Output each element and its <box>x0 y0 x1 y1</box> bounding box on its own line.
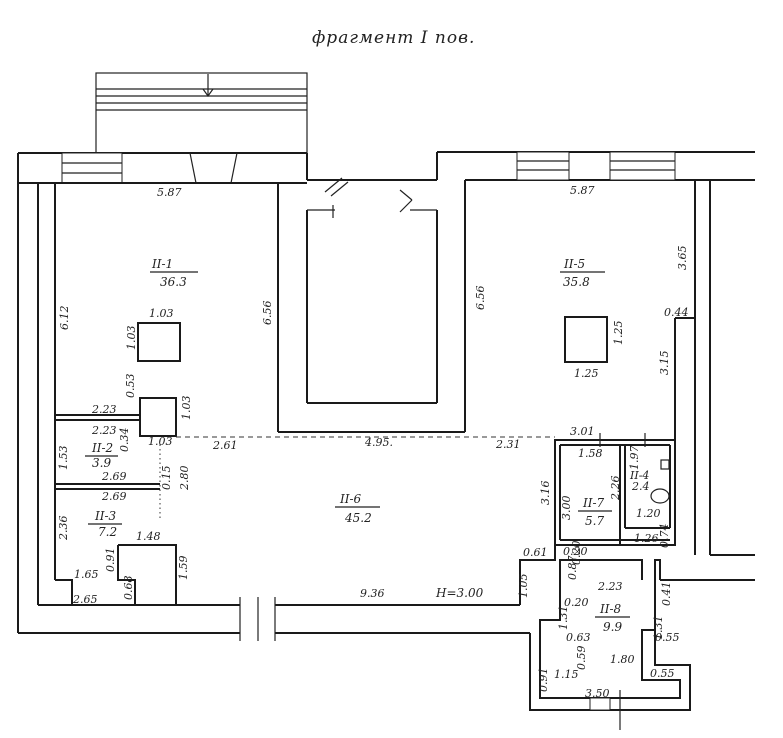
dim-r6-bottom: 9.36 <box>360 587 385 600</box>
dim-left-wall: 6.12 <box>58 306 71 331</box>
dim-col5-h: 1.25 <box>612 321 625 346</box>
plan-title: фрагмент I пов. <box>312 28 475 48</box>
dim-right-jog: 0.44 <box>664 306 689 319</box>
room-ii-3-area: 7.2 <box>98 525 117 539</box>
dim-corr-c: 2.31 <box>495 438 521 451</box>
dim-r7-top: 3.01 <box>570 425 595 438</box>
dim-right-lower: 3.15 <box>658 351 671 376</box>
room-ii-1 <box>54 182 279 437</box>
central-shaft <box>278 177 465 433</box>
dim-r6-jog: 0.61 <box>523 546 548 559</box>
dim-r3-step: 1.48 <box>136 530 161 543</box>
dim-r8-top-jog: 0.20 <box>563 545 588 558</box>
dim-r2-small: 0.34 <box>118 428 131 453</box>
dim-r2-side: 1.53 <box>57 446 70 471</box>
dim-r8-l: 0.91 <box>537 668 550 693</box>
dim-col1-w: 1.03 <box>149 307 174 320</box>
dim-r3-h3: 0.68 <box>122 576 135 601</box>
room-ii-1-area: 36.3 <box>160 275 187 289</box>
room-ii-6-id: II-6 <box>339 492 362 506</box>
room-ii-1-id: II-1 <box>151 257 173 271</box>
dim-r8-b: 0.87 <box>566 556 579 581</box>
dim-r2-bottom: 2.69 <box>101 470 127 483</box>
dim-r6-step: 1.59 <box>177 556 190 581</box>
dim-r8-a: 0.20 <box>570 541 583 566</box>
dim-col1-h: 1.03 <box>125 326 138 351</box>
room-ii-2-id: II-2 <box>91 441 113 455</box>
dim-col5-w: 1.25 <box>574 367 599 380</box>
dim-right-upper: 3.65 <box>676 246 689 271</box>
dim-col2-w: 1.03 <box>148 435 173 448</box>
windows <box>61 151 676 641</box>
dim-r7-right: 3.16 <box>539 481 552 506</box>
dim-r8-c: 0.20 <box>564 596 589 609</box>
dim-r8-d: 1.31 <box>557 606 570 631</box>
dim-r8-top: 2.23 <box>597 580 623 593</box>
dim-r5-left: 6.56 <box>474 286 487 311</box>
dim-r3-bottom: 2.65 <box>72 593 98 606</box>
dim-r8-k: 1.15 <box>554 668 579 681</box>
dim-r8-f: 0.59 <box>575 646 588 671</box>
dim-r8-m: 0.55 <box>650 667 675 680</box>
ceiling-height-note: H=3.00 <box>435 586 484 600</box>
dim-top-right: 5.87 <box>570 184 595 197</box>
room-ii-8-id: II-8 <box>599 602 622 616</box>
dim-r2-top2: 2.23 <box>91 424 117 437</box>
top-stair <box>95 72 308 154</box>
dim-corr-a: 2.61 <box>212 439 238 452</box>
room-ii-2-area: 3.9 <box>92 456 111 470</box>
dim-r3-h1: 0.91 <box>104 548 117 573</box>
rooms-ii-2-ii-3 <box>54 420 177 605</box>
dim-corr-e: 0.15 <box>160 466 173 491</box>
dim-r8-bottom: 3.50 <box>585 687 610 700</box>
dim-r4-side: 1.97 <box>628 446 641 471</box>
room-ii-4-id: II-4 <box>629 469 649 482</box>
room-ii-5-id: II-5 <box>563 257 585 271</box>
room-ii-5 <box>464 180 695 440</box>
dim-r4-b2: 1.26 <box>634 532 659 545</box>
room-ii-6-area: 45.2 <box>344 511 372 525</box>
dim-r4-b3: 0.74 <box>658 524 671 549</box>
dim-r7-side: 3.00 <box>560 496 573 521</box>
dim-r6-right-low: 1.05 <box>517 574 530 599</box>
dim-r7-top2: 1.58 <box>578 447 603 460</box>
dim-r3-top: 2.69 <box>101 490 127 503</box>
dim-r8-g: 0.41 <box>660 582 673 607</box>
room-ii-3-id: II-3 <box>94 509 117 523</box>
dim-r7-side2: 2.26 <box>609 476 622 502</box>
dim-r1-right: 6.56 <box>261 301 274 326</box>
dim-corr-d: 2.80 <box>178 466 191 492</box>
dim-top-left: 5.87 <box>157 186 182 199</box>
room-ii-7-area: 5.7 <box>585 514 604 528</box>
dim-col2-h2: 1.03 <box>180 396 193 421</box>
dim-r8-j: 1.80 <box>610 653 635 666</box>
dim-r8-h: 1.31 <box>652 616 665 641</box>
room-ii-5-area: 35.8 <box>563 275 590 289</box>
room-ii-4-area: 2.4 <box>631 480 650 493</box>
room-ii-8-area: 9.9 <box>603 620 622 634</box>
room-ii-7-id: II-7 <box>582 496 605 510</box>
dim-corr-b: 4.95. <box>364 436 393 449</box>
dim-r2-top: 2.23 <box>91 403 117 416</box>
rooms-ii-7-ii-4 <box>554 433 676 546</box>
dim-r8-e: 0.63 <box>566 631 591 644</box>
dim-r8-i: 0.55 <box>655 631 680 644</box>
dim-r4-bottom: 1.20 <box>636 507 661 520</box>
room-ii-8 <box>519 545 691 730</box>
dim-col2-h: 0.53 <box>124 374 137 399</box>
dim-r3-h2: 1.65 <box>74 568 99 581</box>
dim-r3-side: 2.36 <box>57 516 70 542</box>
